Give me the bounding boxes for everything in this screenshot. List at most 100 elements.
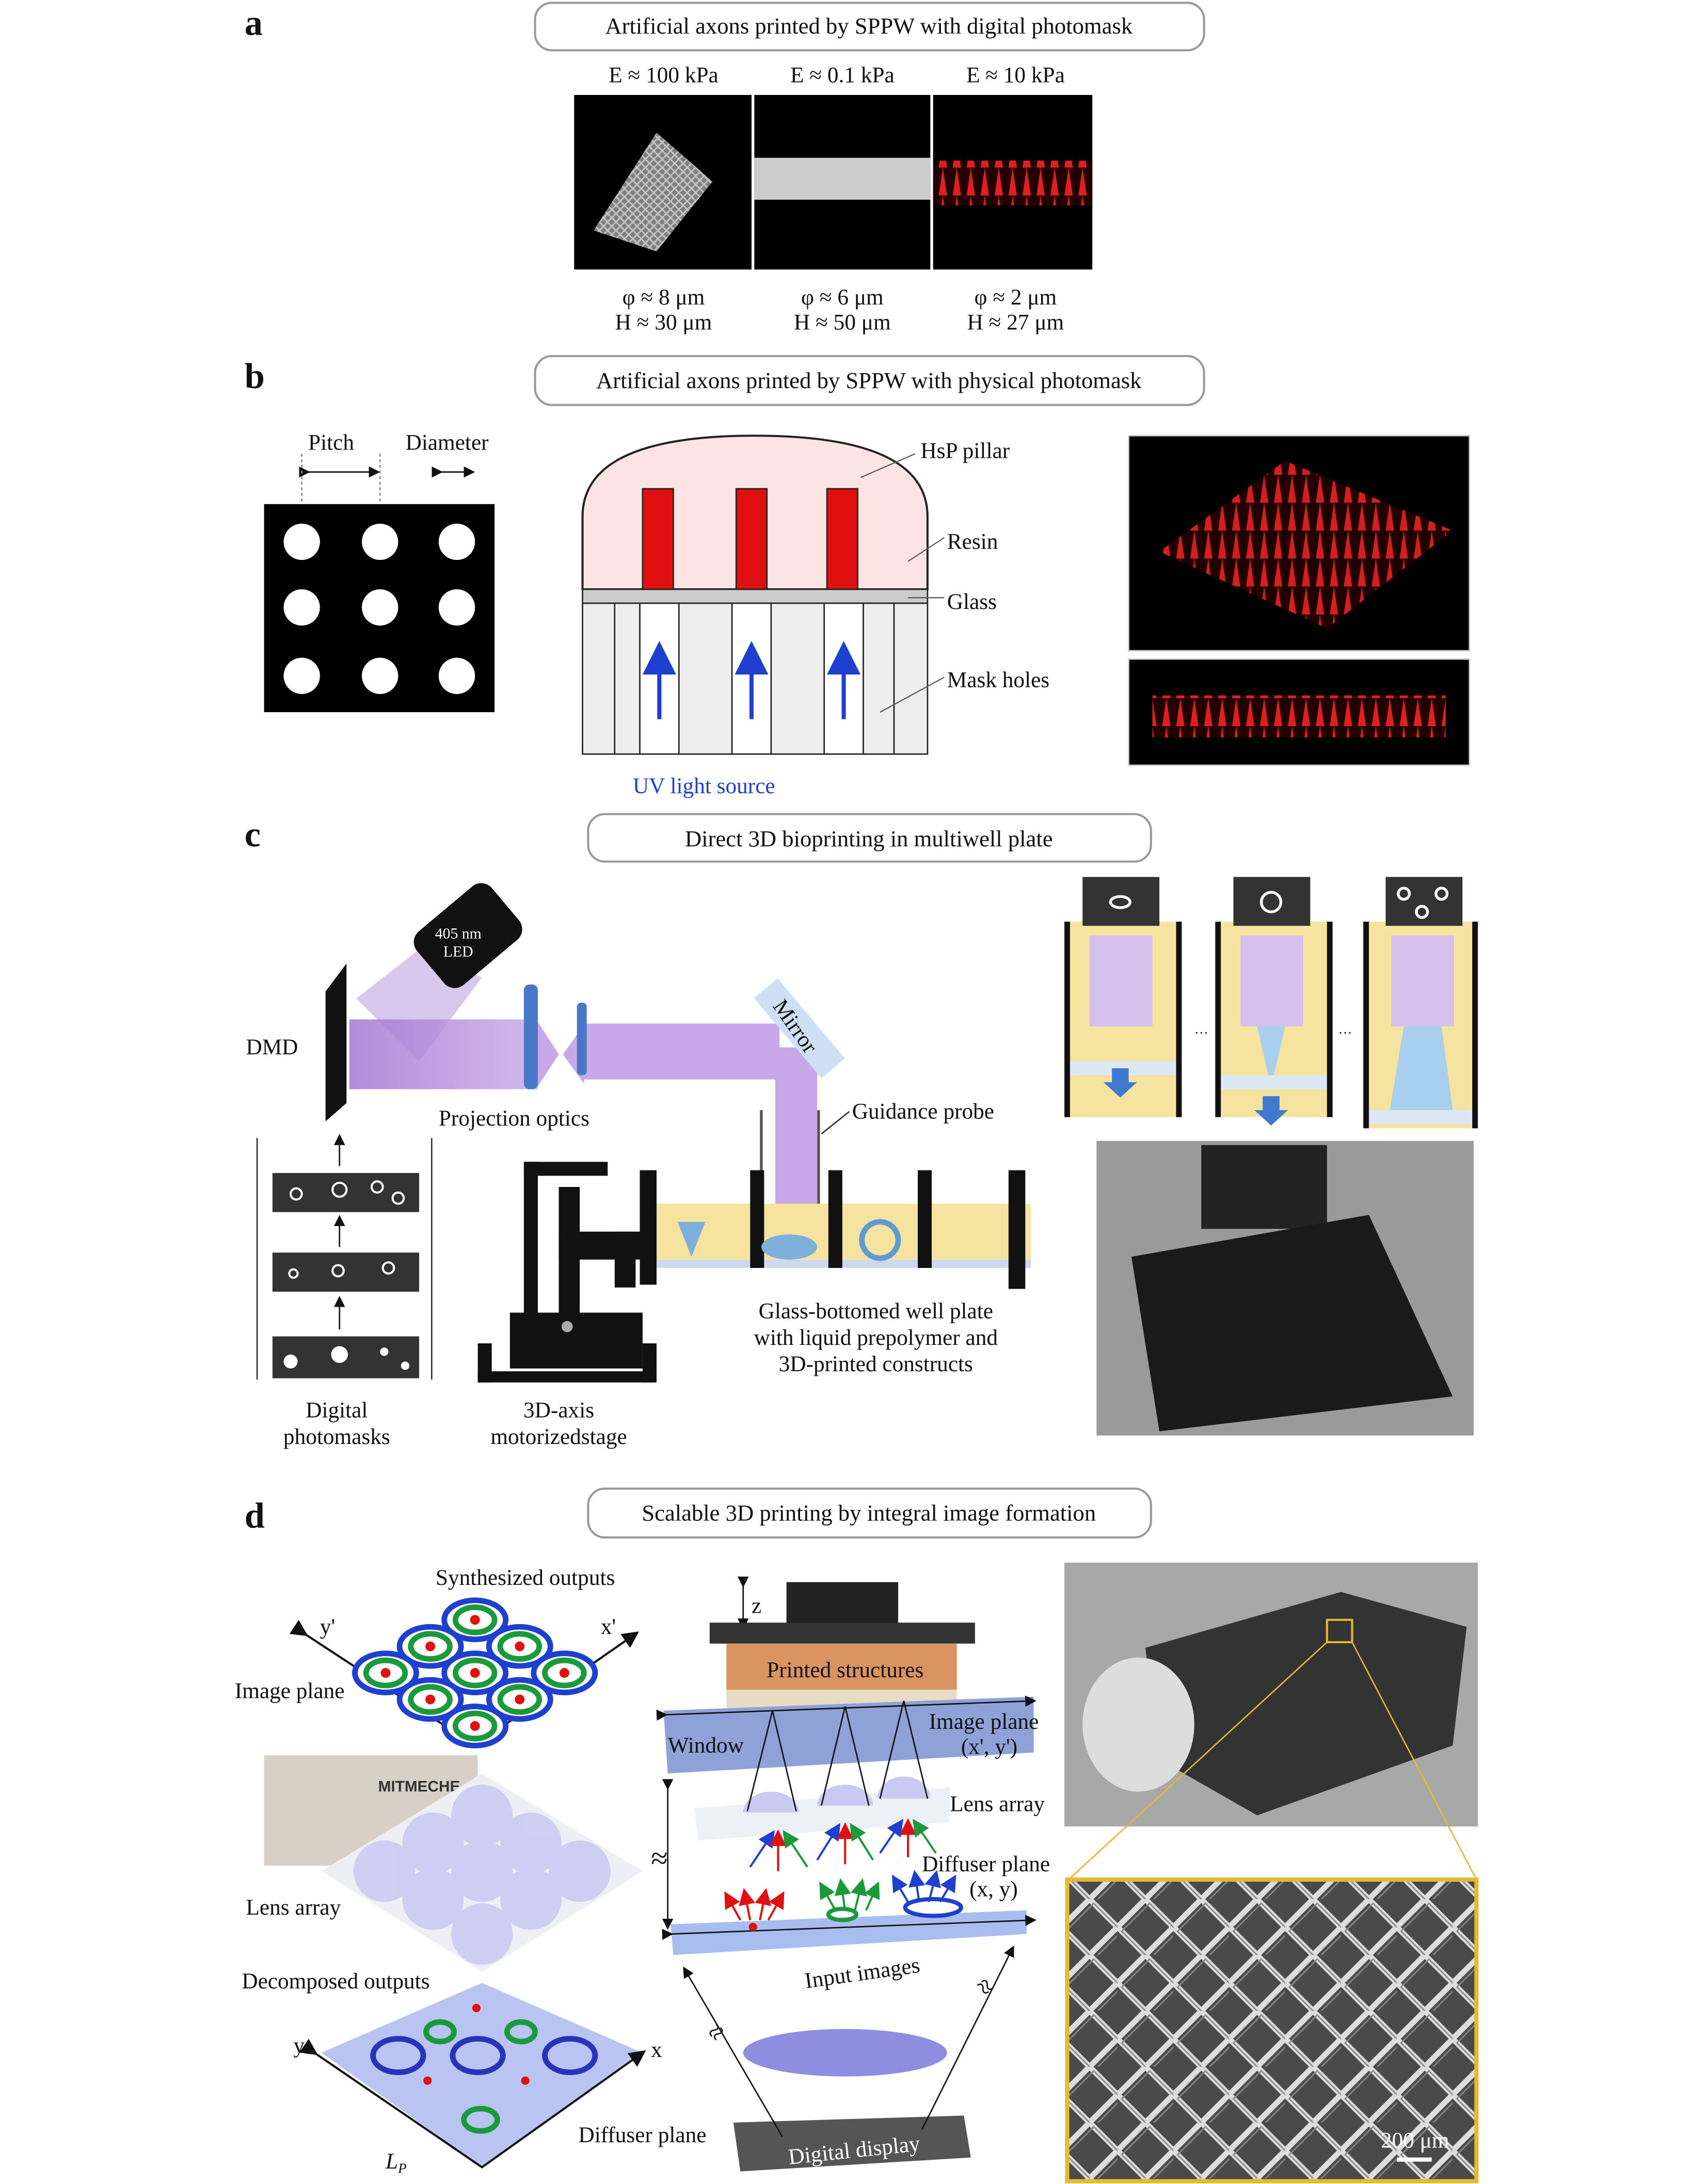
red-dot (470, 1668, 480, 1678)
dmd-device (325, 963, 347, 1121)
lens-1 (523, 984, 538, 1089)
printed-construct-3 (859, 1219, 901, 1261)
multiwell-plate-photo (1131, 1215, 1453, 1432)
lp-label: LP (385, 2149, 407, 2176)
diffuser-plane-label-bottom: Diffuser plane (578, 2123, 706, 2147)
well-schematics: ··· ··· (1064, 877, 1478, 1129)
motorized-stage (477, 1162, 657, 1383)
dmd-label: DMD (246, 1035, 298, 1059)
diameter-label: Diameter (406, 430, 489, 455)
panel-d: d Scalable 3D printing by integral image… (235, 1487, 1479, 2183)
diffuser-axes (299, 2038, 646, 2169)
panel-a: a Artificial axons printed by SPPW with … (245, 2, 1205, 335)
mitmeche-label: MITMECHE (378, 1778, 460, 1795)
ray-arrows (749, 1818, 937, 1871)
scale-bar-label: 200 μm (1381, 2128, 1449, 2153)
glass-label: Glass (947, 589, 997, 614)
build-platform (786, 1582, 899, 1627)
z-label: z (752, 1593, 761, 1618)
hsp-pillar-label: HsP pillar (920, 439, 1010, 463)
diffuser-coords: (x, y) (969, 1877, 1018, 1902)
image-plane-label-left: Image plane (235, 1678, 345, 1703)
panel-letter-c: c (245, 814, 261, 855)
light-beam (349, 1019, 538, 1089)
digital-display (733, 2115, 971, 2172)
photomasks-label-2: photomasks (283, 1424, 390, 1449)
panel-c-title-box (587, 813, 1152, 863)
projection-lens (743, 2029, 947, 2077)
ellipsis-1: ··· (1194, 1025, 1208, 1040)
approx-symbol-3: ≈ (968, 1971, 1002, 2002)
diffuser-plane-label-right: Diffuser plane (922, 1852, 1050, 1876)
diameter-label-1: φ ≈ 8 μm (623, 285, 705, 310)
guidance-probe-label: Guidance probe (852, 1099, 994, 1123)
panel-b: b Artificial axons printed by SPPW with … (245, 355, 1471, 798)
panel-d-title: Scalable 3D printing by integral image f… (642, 1500, 1096, 1526)
image-plane-coords: (x', y') (961, 1735, 1017, 1759)
light-cones (746, 1700, 929, 1811)
plate-label-3: 3D-printed constructs (779, 1352, 973, 1376)
coin (1082, 1657, 1194, 1792)
light-beam-2 (584, 1023, 780, 1080)
panel-c-title: Direct 3D bioprinting in multiwell plate (685, 826, 1053, 852)
red-dot (470, 1615, 480, 1625)
white-pillars-side (754, 157, 931, 200)
photomasks-label-1: Digital (306, 1398, 368, 1422)
led-source (413, 883, 522, 988)
panel-a-title: Artificial axons printed by SPPW with di… (605, 13, 1132, 39)
axis-x: x (651, 2037, 662, 2062)
scale-bar (1397, 2157, 1432, 2162)
panel-a-title-box (534, 2, 1205, 52)
synthesized-rings (352, 1597, 598, 1748)
axis-x-prime: x' (601, 1614, 616, 1639)
red-dot (559, 1668, 569, 1678)
decomposed-outputs-label: Decomposed outputs (242, 1969, 429, 1994)
plate-label-1: Glass-bottomed well plate (759, 1298, 993, 1323)
decomposed-rings (370, 2019, 598, 2134)
diffuser-plane-left (321, 1983, 643, 2167)
lens-2 (577, 1002, 587, 1075)
mirror (754, 978, 845, 1079)
printed-construct-2 (761, 1234, 818, 1260)
panel-c: c Direct 3D bioprinting in multiwell pla… (245, 813, 1478, 1449)
panel-letter-a: a (245, 3, 263, 43)
mask-holes-label: Mask holes (947, 667, 1049, 692)
window-label: Window (668, 1733, 744, 1758)
image-plane-label-right: Image plane (929, 1709, 1039, 1734)
red-dot (470, 1721, 480, 1731)
red-pillars-side (933, 160, 1093, 205)
well-walls (640, 1170, 1026, 1289)
mask-holes (283, 523, 475, 694)
axis-y: y (293, 2033, 305, 2058)
red-dot (380, 1668, 391, 1678)
liquid-prepolymer (656, 1203, 1031, 1260)
modulus-label-2: E ≈ 0.1 kPa (790, 63, 895, 88)
lens-array-lenses (353, 1785, 611, 1965)
axis-y-prime: y' (320, 1614, 335, 1639)
zoom-region-box (1326, 1618, 1353, 1644)
synthesized-outputs-label: Synthesized outputs (436, 1565, 615, 1590)
modulus-label-3: E ≈ 10 kPa (966, 63, 1065, 88)
lens-array-label-left: Lens array (246, 1895, 341, 1920)
approx-symbol-1: ≈ (651, 1841, 668, 1875)
diameter-label-2: φ ≈ 6 μm (801, 285, 884, 310)
height-label-3: H ≈ 27 μm (967, 310, 1064, 335)
led-label-1: 405 nm (435, 925, 482, 942)
glass-layer (582, 588, 929, 604)
projection-optics-label: Projection optics (439, 1106, 589, 1131)
panel-letter-d: d (245, 1496, 265, 1536)
lens-array-label-right: Lens array (950, 1792, 1045, 1817)
printed-construct-1 (677, 1222, 706, 1257)
hsp-pillars (642, 488, 858, 590)
height-label-2: H ≈ 50 μm (794, 310, 891, 335)
stage-label-1: 3D-axis (523, 1398, 594, 1422)
diameter-label-3: φ ≈ 2 μm (975, 285, 1057, 310)
sem-micrograph (1065, 1877, 1479, 2183)
uv-arrows (642, 641, 861, 719)
stage-label-2: motorizedstage (490, 1424, 627, 1449)
panel-b-title-box (534, 355, 1205, 406)
red-dot (425, 1694, 436, 1705)
printed-structures-label: Printed structures (767, 1658, 923, 1682)
led-label-2: LED (443, 943, 473, 960)
